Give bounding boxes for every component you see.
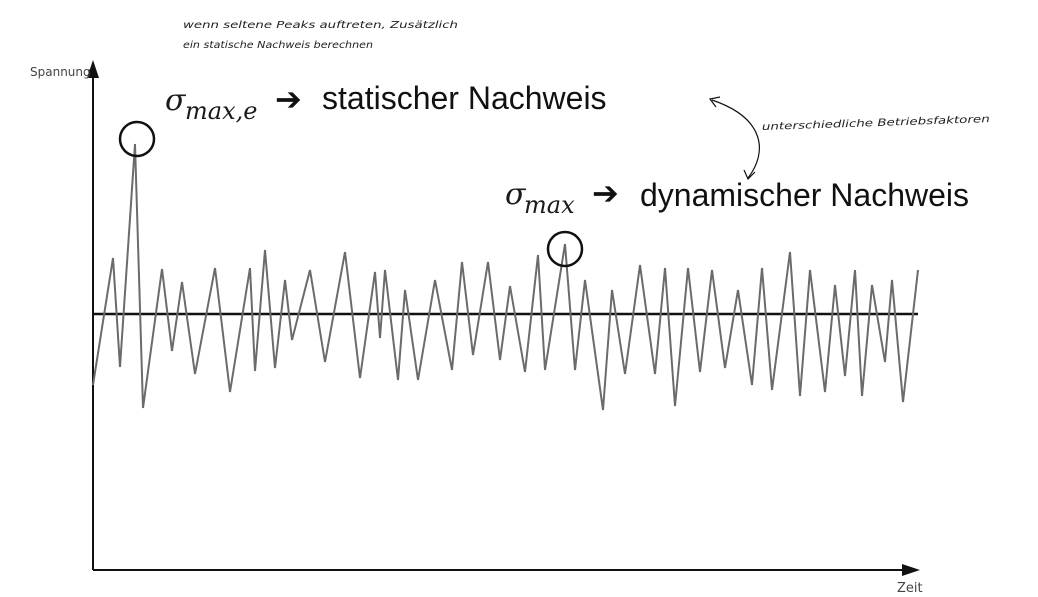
label-static-proof: σ max,e ➔ statischer Nachweis (165, 80, 607, 125)
handwritten-note-line1: wenn seltene Peaks auftreten, Zusätzlich (183, 20, 458, 31)
sigma-subscript: max (524, 191, 575, 219)
y-axis-arrowhead (87, 60, 99, 78)
stress-signal (92, 143, 919, 411)
curved-arrow-head-bottom (743, 169, 756, 181)
curved-double-arrow (711, 99, 760, 179)
label-dynamic-proof: σ max ➔ dynamischer Nachweis (505, 175, 969, 219)
peak-circle-dynamic (546, 230, 584, 268)
arrow-right-icon: ➔ (275, 81, 302, 117)
sigma-symbol: σ (165, 83, 187, 118)
x-axis-arrowhead (902, 564, 920, 576)
static-proof-text: statischer Nachweis (322, 80, 607, 116)
dynamic-proof-text: dynamischer Nachweis (640, 177, 969, 213)
x-axis-label: Zeit (897, 581, 923, 596)
arrow-right-icon: ➔ (592, 175, 619, 211)
sigma-subscript: max,e (185, 97, 257, 125)
handwritten-note-right: unterschiedliche Betriebsfaktoren (762, 114, 990, 133)
handwritten-note-line2: ein statische Nachweis berechnen (183, 40, 373, 51)
sigma-symbol: σ (505, 177, 527, 212)
peak-circle-static (118, 120, 156, 158)
curved-arrow-head-top (708, 96, 721, 108)
y-axis-label: Spannung (30, 65, 91, 79)
